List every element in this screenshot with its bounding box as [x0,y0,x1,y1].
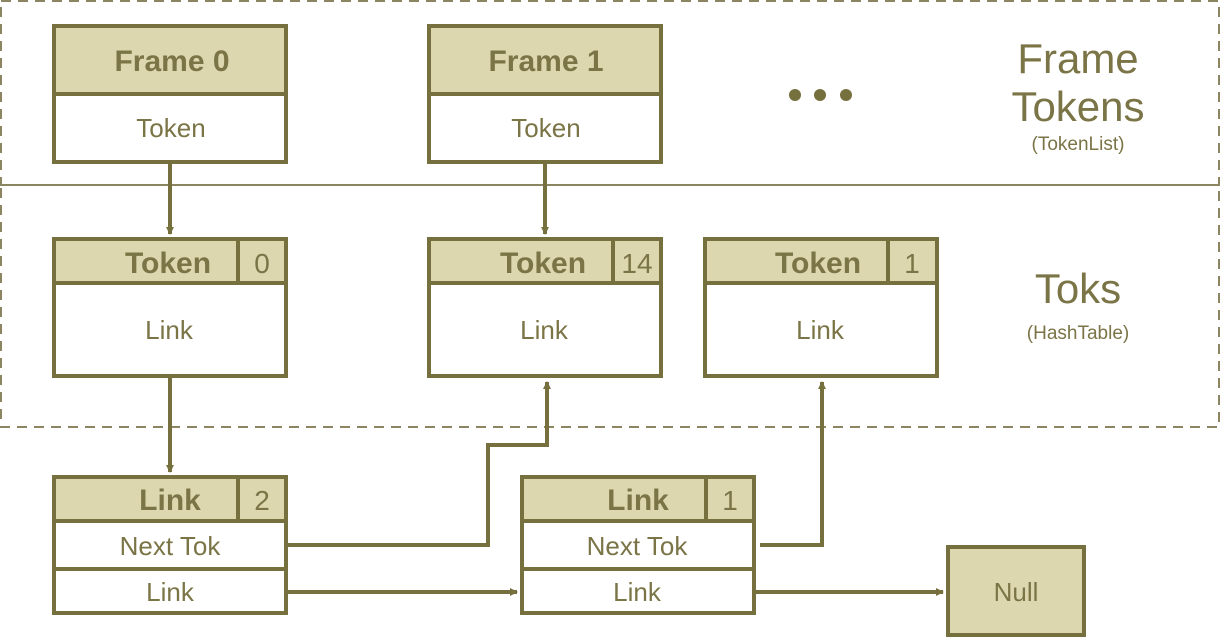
token-14-index: 14 [621,248,652,279]
frame-tokens-title-line2: Tokens [1011,83,1144,130]
link-2-link-field: Link [146,577,195,607]
token-0-index: 0 [254,248,270,279]
token-1-link-field: Link [796,315,845,345]
frame-node-0: Frame 0 Token [52,24,288,164]
token-0-link-field: Link [145,315,194,345]
toks-title: Toks [1035,265,1121,312]
frame-tokens-region [0,0,1220,186]
null-node: Null [946,545,1086,637]
frame-node-1: Frame 1 Token [427,24,663,164]
link-2-index: 2 [254,485,270,516]
frame-1-token-field: Token [511,113,580,143]
link-node-1: Link 1 Next Tok Link [520,475,756,615]
token-14-header: Token [500,247,586,280]
arrow-link2-next-to-token14 [288,381,551,547]
arrow-link1-next-to-token1 [760,381,826,547]
token-node-1: Token 1 Link [703,237,939,378]
toks-subtitle: (HashTable) [1027,323,1129,344]
link-2-header: Link [139,484,201,517]
frame-tokens-title-line1: Frame [1017,35,1138,82]
link-1-next-tok-field: Next Tok [587,531,689,561]
frame-0-token-field: Token [136,113,205,143]
link-1-index: 1 [722,485,738,516]
token-node-0: Token 0 Link [52,237,288,378]
frame-tokens-subtitle: (TokenList) [1032,134,1125,155]
token-1-index: 1 [904,248,920,279]
link-1-link-field: Link [613,577,662,607]
link-1-header: Link [607,484,669,517]
token-1-header: Token [775,247,861,280]
link-node-2: Link 2 Next Tok Link [52,475,288,615]
ellipsis [789,89,852,101]
null-label: Null [994,577,1039,607]
token-14-link-field: Link [520,315,569,345]
token-0-header: Token [125,247,211,280]
frame-0-header: Frame 0 [114,45,229,78]
token-node-14: Token 14 Link [427,237,663,378]
frame-1-header: Frame 1 [488,45,603,78]
link-2-next-tok-field: Next Tok [120,531,222,561]
